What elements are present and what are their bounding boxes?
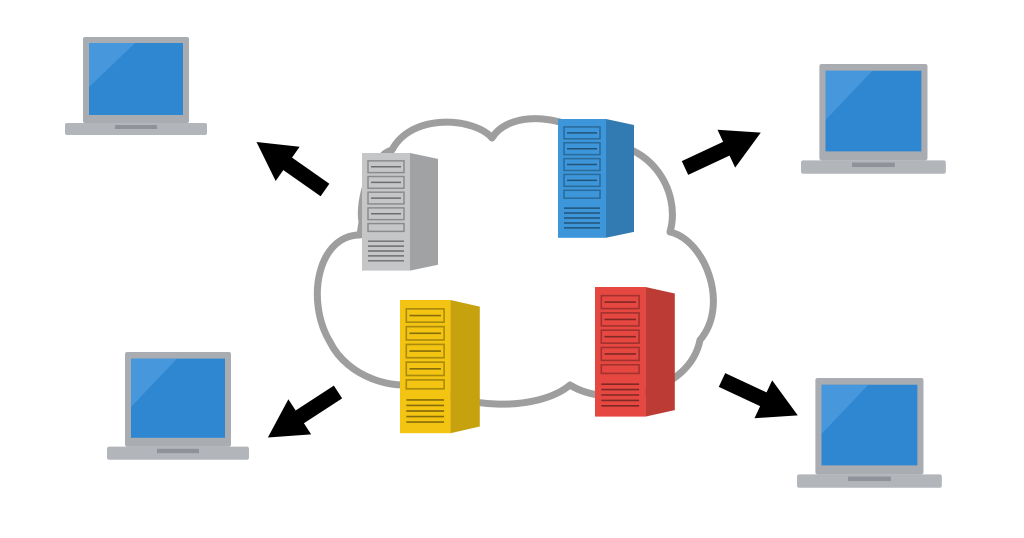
arrow-icon xyxy=(676,113,770,187)
laptop-icon xyxy=(107,352,249,460)
laptop-icon xyxy=(797,378,942,488)
laptop-icon xyxy=(65,37,207,135)
server-red xyxy=(595,287,675,417)
arrow-icon xyxy=(244,124,337,208)
server-tower-icon xyxy=(558,119,634,238)
server-gray xyxy=(362,153,438,271)
arrow-icon xyxy=(713,361,807,435)
server-yellow xyxy=(400,300,480,434)
cloud-outline-icon xyxy=(313,115,717,408)
server-tower-icon xyxy=(595,287,675,417)
arrow-icon xyxy=(256,374,350,456)
laptop-top-right xyxy=(801,64,946,174)
laptop-top-left xyxy=(65,37,207,135)
laptop-bottom-right xyxy=(797,378,942,488)
laptop-icon xyxy=(801,64,946,174)
server-blue xyxy=(558,119,634,238)
laptop-bottom-left xyxy=(107,352,249,460)
server-tower-icon xyxy=(362,153,438,271)
server-tower-icon xyxy=(400,300,480,434)
